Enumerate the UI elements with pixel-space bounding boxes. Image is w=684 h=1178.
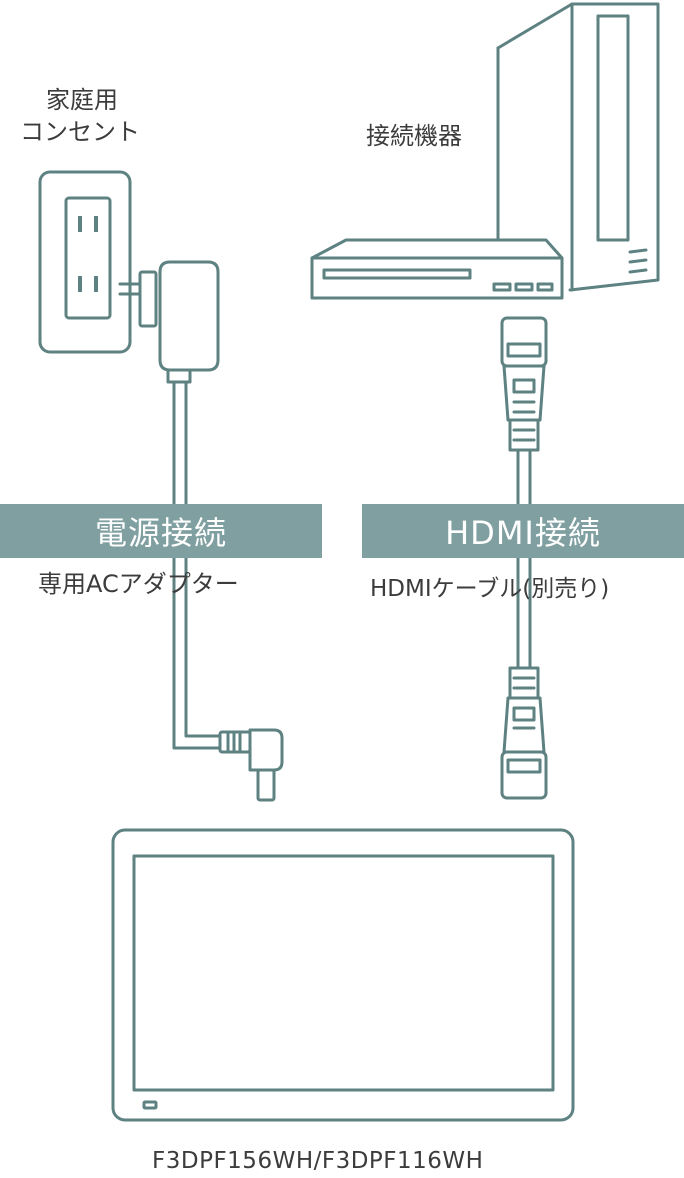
outlet-label-line1: 家庭用 bbox=[46, 86, 118, 114]
hdmi-cable-label: HDMIケーブル(別売り) bbox=[370, 576, 610, 602]
hdmi-connection-banner: HDMI接続 bbox=[362, 504, 684, 558]
tower-pc-icon bbox=[496, 2, 660, 292]
ac-adapter-icon bbox=[118, 260, 220, 384]
hdmi-cable bbox=[500, 316, 548, 800]
monitor-icon bbox=[111, 828, 575, 1122]
device-label: 接続機器 bbox=[366, 122, 462, 150]
power-connection-banner: 電源接続 bbox=[0, 504, 322, 558]
player-device-icon bbox=[310, 238, 564, 300]
adapter-label: 専用ACアダプター bbox=[38, 570, 239, 598]
outlet-label-line2: コンセント bbox=[20, 118, 140, 146]
model-label: F3DPF156WH/F3DPF116WH bbox=[152, 1148, 484, 1174]
wall-outlet-icon bbox=[38, 170, 132, 354]
power-cable bbox=[172, 380, 284, 802]
